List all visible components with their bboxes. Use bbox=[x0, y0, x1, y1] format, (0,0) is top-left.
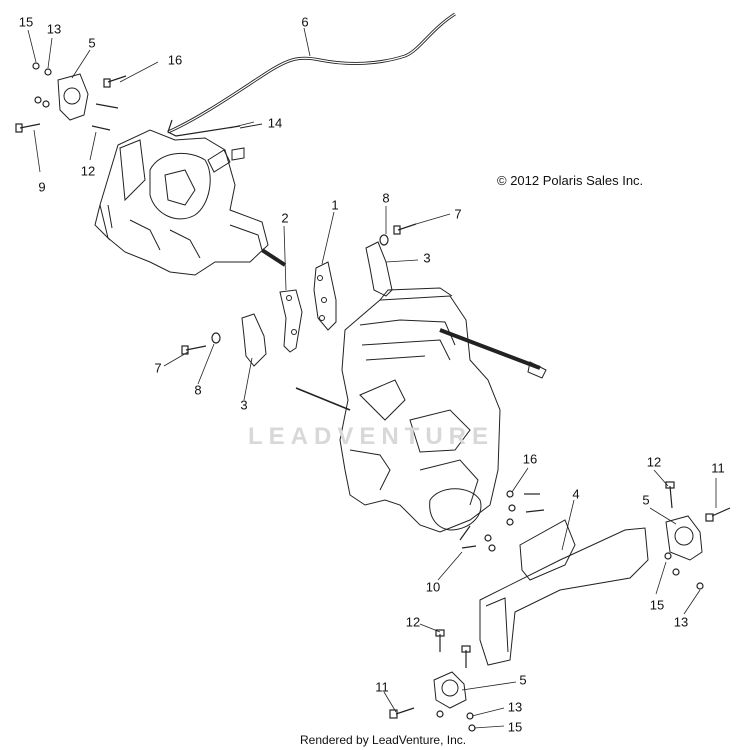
callout-13-upper: 13 bbox=[46, 21, 62, 37]
callout-12-right: 12 bbox=[646, 454, 662, 470]
callout-12-bottom: 12 bbox=[405, 614, 421, 630]
callout-8-lower: 8 bbox=[194, 382, 202, 398]
callout-1: 1 bbox=[331, 197, 339, 213]
footer-credit: Rendered by LeadVenture, Inc. bbox=[300, 733, 467, 747]
mount-plate-1 bbox=[313, 261, 337, 331]
callout-7-lower: 7 bbox=[154, 360, 162, 376]
callout-13-right: 13 bbox=[673, 614, 689, 630]
engine bbox=[295, 287, 547, 533]
callout-2: 2 bbox=[281, 210, 289, 226]
callout-14: 14 bbox=[267, 115, 283, 131]
callout-7-upper: 7 bbox=[454, 206, 462, 222]
watermark: LEADVENTURE bbox=[248, 423, 495, 450]
engine-mount-right bbox=[665, 515, 703, 561]
leader-14 bbox=[239, 123, 263, 129]
callout-13-bottom: 13 bbox=[507, 699, 523, 715]
callout-3-upper: 3 bbox=[423, 250, 431, 266]
callout-8-upper: 8 bbox=[382, 190, 390, 206]
callout-15-bottom: 15 bbox=[507, 719, 523, 735]
callout-5-right: 5 bbox=[642, 492, 650, 508]
leader-lines bbox=[27, 27, 717, 729]
mount-plate-3-upper bbox=[365, 241, 393, 297]
callout-16-lower: 16 bbox=[522, 451, 538, 467]
crossmember bbox=[479, 519, 649, 666]
engine-mount-bottom bbox=[433, 671, 467, 709]
transmission bbox=[94, 129, 287, 276]
callout-5-bottom: 5 bbox=[519, 672, 527, 688]
callout-4: 4 bbox=[572, 486, 580, 502]
copyright-notice: © 2012 Polaris Sales Inc. bbox=[497, 173, 644, 188]
callout-15-upper: 15 bbox=[18, 14, 34, 30]
mount-plate-3-lower bbox=[241, 313, 267, 367]
mount-plate-2 bbox=[279, 289, 303, 353]
callout-16-upper: 16 bbox=[167, 52, 183, 68]
shift-cable bbox=[167, 12, 456, 137]
callout-15-right: 15 bbox=[649, 597, 665, 613]
callout-6: 6 bbox=[301, 14, 309, 30]
engine-mount-upper bbox=[57, 73, 89, 121]
callout-12-upper: 12 bbox=[80, 163, 96, 179]
callout-5-upper: 5 bbox=[88, 35, 96, 51]
callout-3-lower: 3 bbox=[240, 397, 248, 413]
callout-11-bottom: 11 bbox=[375, 679, 389, 695]
hardware bbox=[15, 62, 731, 732]
callout-9: 9 bbox=[38, 179, 46, 195]
callout-11-right: 11 bbox=[711, 460, 725, 476]
callout-10: 10 bbox=[425, 579, 441, 595]
